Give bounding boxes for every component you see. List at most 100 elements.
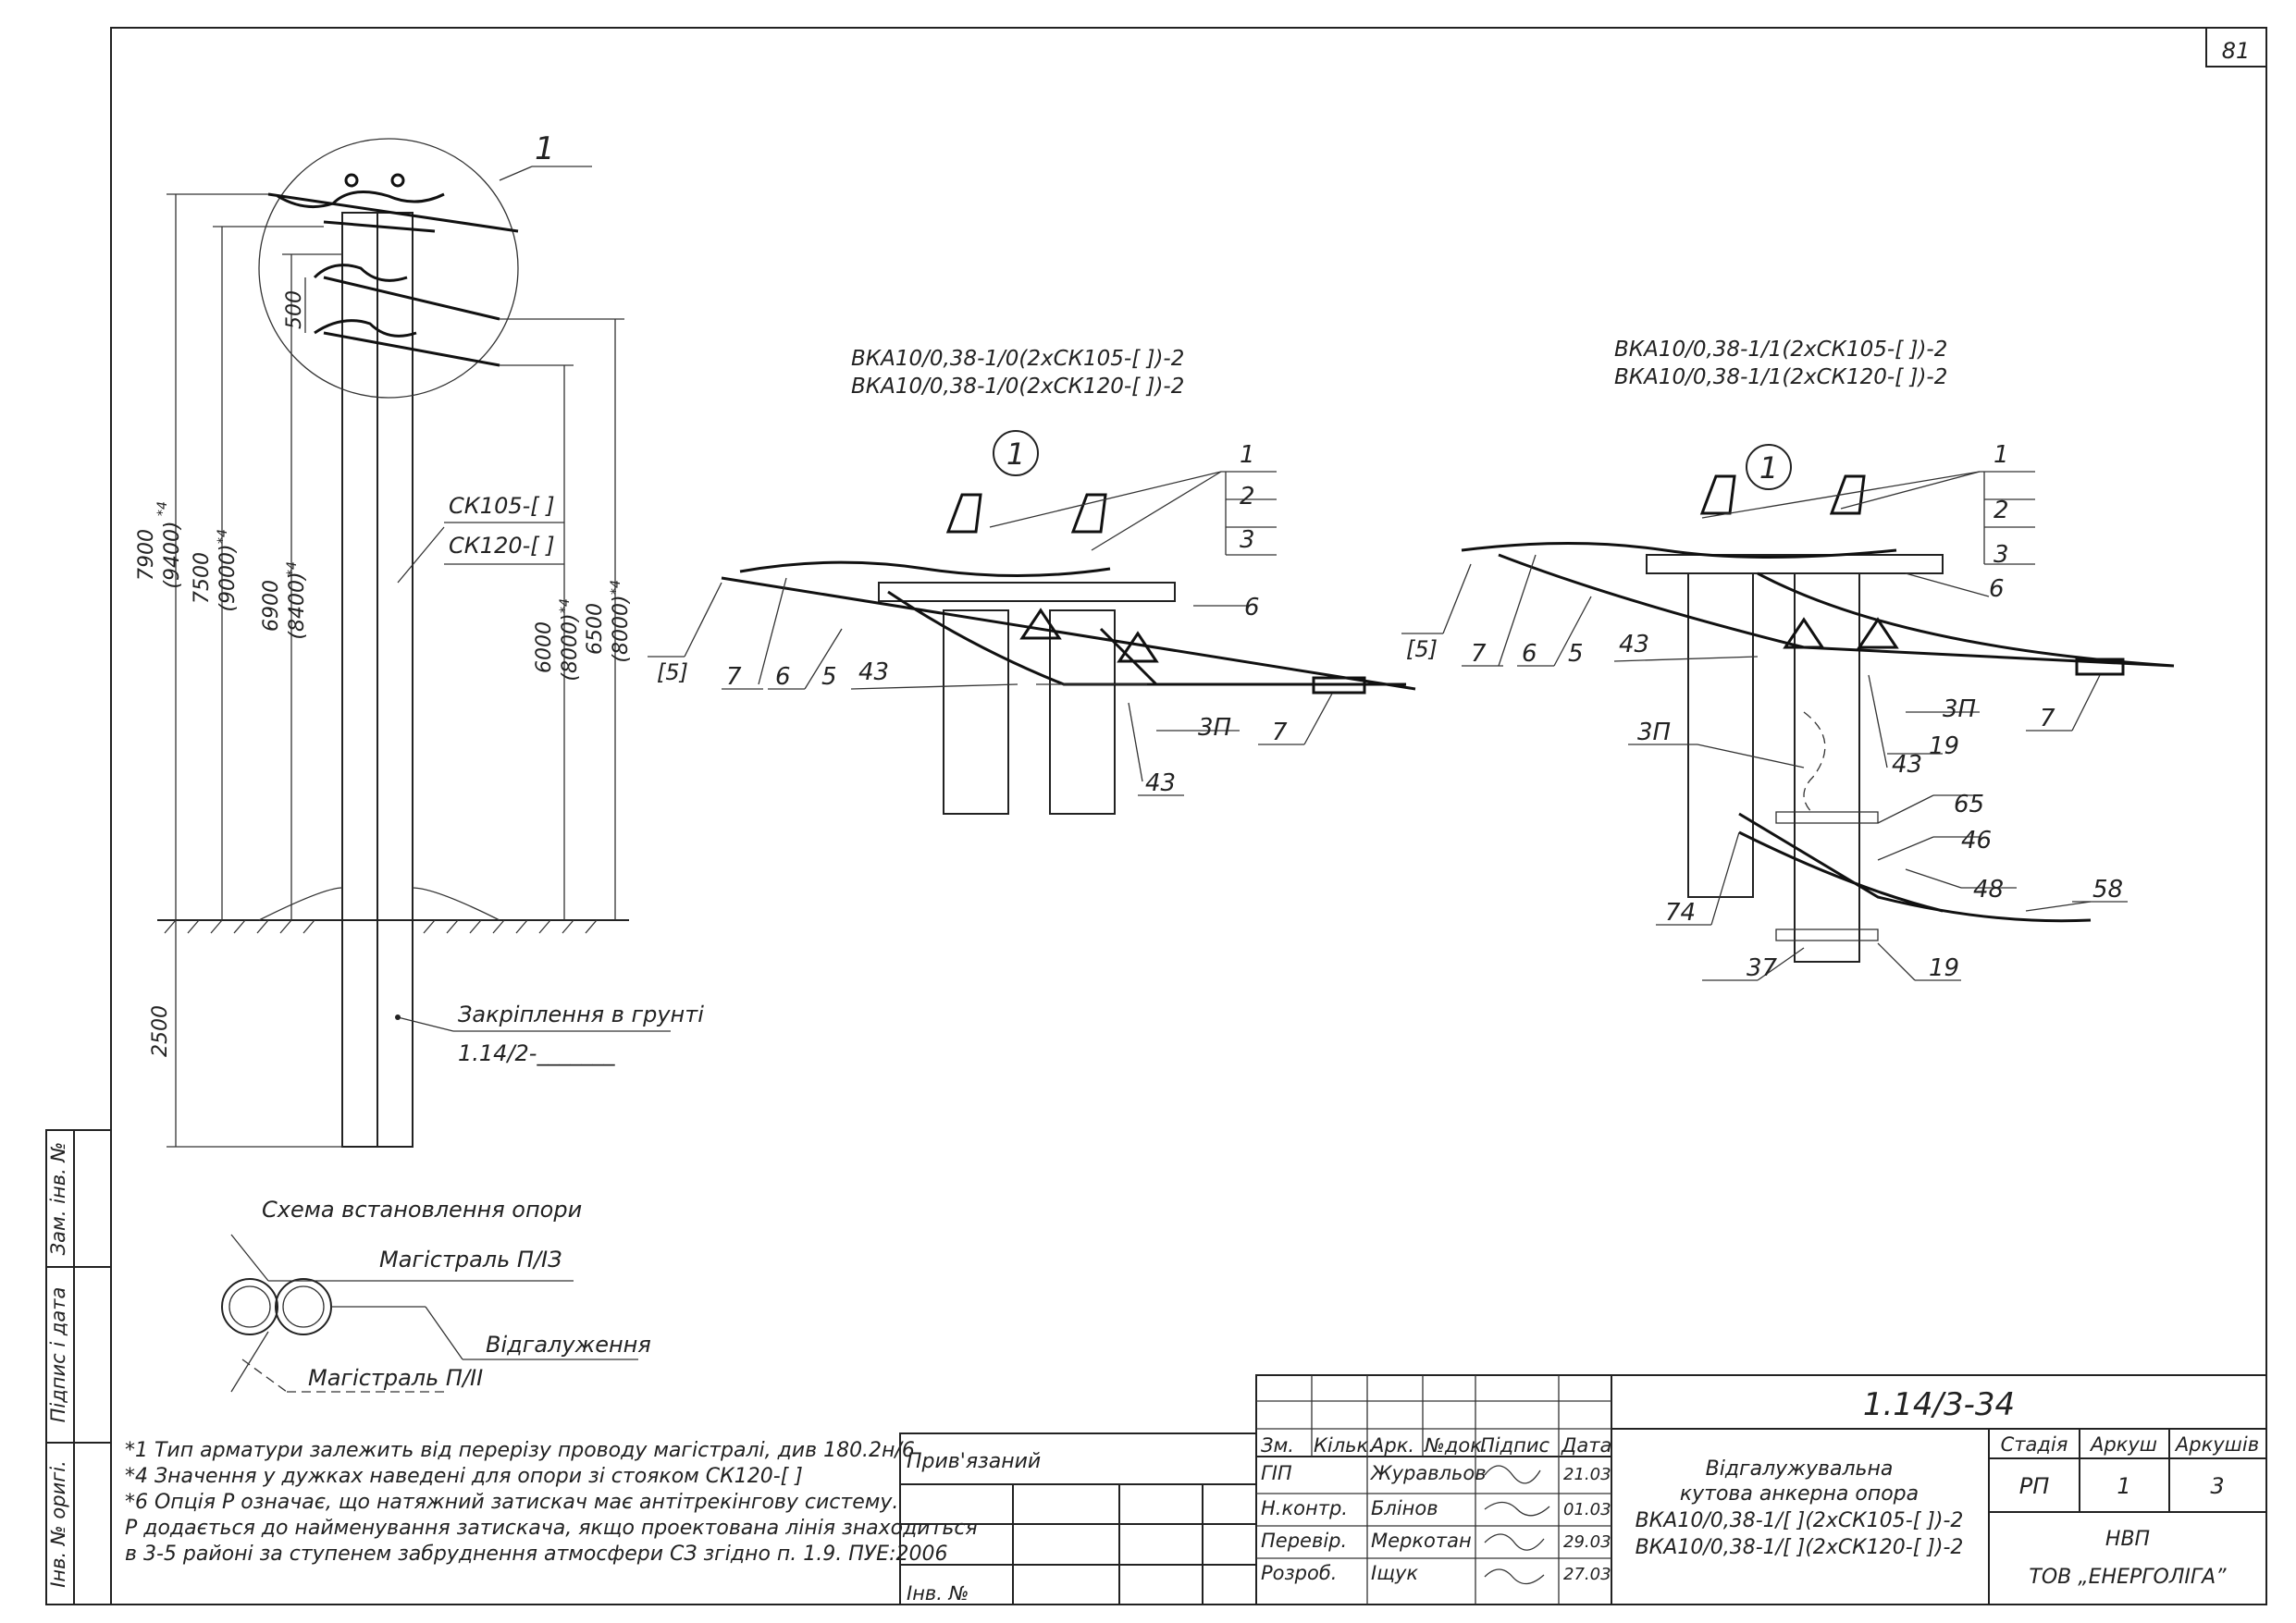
- detail-left-pole-b: [1049, 609, 1116, 815]
- svg-text:ГІП: ГІП: [1261, 1462, 1292, 1484]
- svg-text:43: 43: [1619, 631, 1649, 658]
- detail-right-wires: [1461, 542, 2175, 923]
- svg-text:Розроб.: Розроб.: [1261, 1562, 1337, 1584]
- svg-text:65: 65: [1954, 791, 1984, 818]
- note-2: *4 Значення у дужках наведені для опори …: [125, 1465, 803, 1488]
- bound-label: Прив'язаний: [907, 1450, 1041, 1473]
- svg-text:43: 43: [1892, 751, 1922, 779]
- foundation-ref: 1.14/2-_______: [458, 1040, 615, 1066]
- svg-text:№док.: №док.: [1424, 1434, 1488, 1457]
- dim-star-e: *4: [609, 580, 623, 595]
- svg-text:3: 3: [1994, 541, 2009, 569]
- notes: *1 Тип арматури залежить від перерізу пр…: [125, 1439, 978, 1566]
- svg-text:Аркуш: Аркуш: [2089, 1433, 2157, 1456]
- detail-right-title-1: ВКА10/0,38-1/1(2хСК105-[ ])-2: [1614, 338, 1947, 362]
- svg-text:Підпис: Підпис: [1480, 1434, 1550, 1457]
- svg-text:1: 1: [1006, 436, 1025, 472]
- svg-text:7: 7: [726, 663, 742, 691]
- detail-left-pole-a: [943, 609, 1009, 815]
- detail-circle-1: [258, 138, 519, 399]
- svg-text:Кільк.: Кільк.: [1314, 1434, 1375, 1457]
- svg-text:5: 5: [821, 663, 837, 691]
- scheme-main-2: Магістраль П/ІІ: [308, 1365, 483, 1391]
- dim-7900: 7900: [135, 529, 158, 581]
- svg-text:48: 48: [1973, 876, 2004, 904]
- stamp-replacement: Зам. інв. №: [47, 1142, 69, 1256]
- scheme-title: Схема встановлення опори: [262, 1197, 582, 1223]
- svg-text:6: 6: [1989, 575, 2005, 603]
- svg-text:[5]: [5]: [657, 659, 688, 685]
- svg-text:58: 58: [2092, 876, 2123, 904]
- stamp-original-inv: Інв. № оригі.: [47, 1460, 69, 1588]
- svg-text:1: 1: [1240, 441, 1255, 469]
- detail-left: ВКА10/0,38-1/0(2хСК105-[ ])-2 ВКА10/0,38…: [648, 347, 1416, 815]
- svg-text:7: 7: [1272, 719, 1288, 746]
- svg-text:2: 2: [1994, 497, 2009, 524]
- svg-text:3П: 3П: [1637, 719, 1671, 746]
- svg-text:1: 1: [2117, 1473, 2130, 1499]
- svg-text:74: 74: [1665, 899, 1696, 927]
- svg-text:3П: 3П: [1943, 695, 1976, 723]
- svg-text:7: 7: [1471, 640, 1487, 668]
- detail-right-marker: [1746, 444, 1792, 490]
- detail-left-wires: [721, 560, 1416, 691]
- svg-text:НВП: НВП: [2105, 1528, 2150, 1551]
- pole-left-shaft: [341, 212, 378, 1148]
- svg-text:37: 37: [1747, 954, 1778, 982]
- pole-right-shaft: [376, 212, 414, 1148]
- dim-star-c: *4: [285, 561, 300, 576]
- svg-text:6: 6: [1244, 594, 1260, 621]
- page-number: 81: [2222, 38, 2251, 64]
- svg-text:Меркотан: Меркотан: [1371, 1530, 1472, 1552]
- svg-text:5: 5: [1568, 640, 1584, 668]
- svg-text:Іщук: Іщук: [1371, 1562, 1418, 1584]
- installation-scheme: Схема встановлення опори Магістраль П/ІЗ…: [221, 1197, 651, 1393]
- svg-text:01.03: 01.03: [1563, 1500, 1611, 1519]
- scheme-main-1: Магістраль П/ІЗ: [379, 1247, 562, 1273]
- svg-text:43: 43: [858, 658, 889, 686]
- dim-9400: (9400): [161, 521, 184, 588]
- svg-text:19: 19: [1929, 732, 1959, 760]
- dim-star-d: *4: [558, 598, 573, 613]
- document-code: 1.14/3-34: [1863, 1386, 2015, 1423]
- dim-8000-b: (8000): [610, 595, 633, 662]
- inv-label: Інв. №: [907, 1582, 969, 1605]
- svg-text:6: 6: [775, 663, 791, 691]
- dim-8000-a: (8000): [559, 613, 582, 681]
- svg-text:7: 7: [2040, 705, 2055, 732]
- svg-text:кутова анкерна опора: кутова анкерна опора: [1680, 1482, 1919, 1506]
- dim-6500: 6500: [584, 603, 607, 655]
- svg-text:ВКА10/0,38-1/[ ](2хСК105-[ ]: ВКА10/0,38-1/[ ](2хСК105-[ ])-2: [1636, 1509, 1964, 1532]
- detail-right-pole-a: [1687, 572, 1754, 898]
- stamp-signature-date: Підпис і дата: [47, 1287, 69, 1423]
- svg-text:Аркушів: Аркушів: [2174, 1433, 2259, 1456]
- svg-text:27.03: 27.03: [1563, 1565, 1611, 1584]
- pole-type-2: СК120-[ ]: [449, 533, 555, 559]
- dim-6900: 6900: [260, 580, 283, 632]
- svg-text:Перевір.: Перевір.: [1261, 1530, 1347, 1552]
- svg-text:1: 1: [1994, 441, 2009, 469]
- svg-text:Зм.: Зм.: [1261, 1434, 1294, 1457]
- svg-text:3: 3: [1240, 526, 1255, 554]
- detail-right: ВКА10/0,38-1/1(2хСК105-[ ])-2 ВКА10/0,38…: [1401, 338, 2175, 982]
- dim-7500: 7500: [191, 552, 214, 604]
- svg-text:Відгалужувальна: Відгалужувальна: [1706, 1457, 1894, 1481]
- svg-text:1: 1: [1759, 450, 1778, 486]
- dim-9000: (9000): [216, 544, 240, 611]
- svg-text:РП: РП: [2019, 1473, 2050, 1499]
- svg-text:ТОВ „ЕНЕРГОЛІГА”: ТОВ „ЕНЕРГОЛІГА”: [2029, 1566, 2227, 1589]
- callout-1: 1: [535, 130, 555, 167]
- svg-text:43: 43: [1145, 769, 1176, 797]
- binding-block: Прив'язаний Інв. №: [899, 1432, 1257, 1605]
- note-1: *1 Тип арматури залежить від перерізу пр…: [125, 1439, 915, 1462]
- svg-text:[5]: [5]: [1406, 636, 1438, 662]
- note-5: в 3-5 районі за ступенем забруднення атм…: [125, 1543, 948, 1566]
- foundation-label: Закріплення в грунті: [458, 1002, 704, 1027]
- detail-right-pole-b: [1794, 572, 1860, 963]
- svg-text:19: 19: [1929, 954, 1959, 982]
- dim-8400: (8400): [286, 572, 309, 639]
- detail-left-marker: [993, 430, 1039, 476]
- dim-star-a: *4: [155, 501, 170, 516]
- svg-text:Журавльов: Журавльов: [1369, 1462, 1487, 1484]
